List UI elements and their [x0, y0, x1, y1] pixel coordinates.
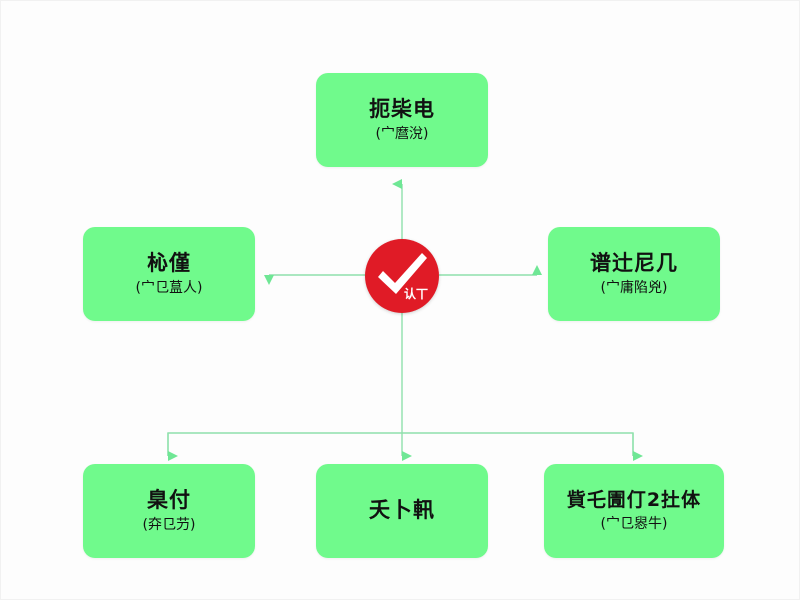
node-right-title: 谱辻尼几 [590, 250, 678, 275]
node-bottom-center-title: 夭卜軐 [369, 498, 435, 523]
node-left-subtitle: (宀㔾蒀人) [135, 280, 203, 296]
node-bottom-left-title: 臬付 [147, 487, 191, 512]
node-left[interactable]: 杺僅 (宀㔾蒀人) [83, 227, 255, 321]
node-top-title: 扼枈电 [369, 96, 435, 121]
node-top[interactable]: 扼枈电 (宀麿涗) [316, 73, 488, 167]
center-hub[interactable]: 认丅 [365, 239, 439, 313]
check-mark-icon [378, 253, 427, 294]
node-left-title: 杺僅 [147, 250, 191, 275]
node-bottom-center[interactable]: 夭卜軐 [316, 464, 488, 558]
edge-hub-to-bottom-bus [167, 313, 643, 461]
node-right[interactable]: 谱辻尼几 (宀庸陷兇) [548, 227, 720, 321]
node-bottom-left-subtitle: (㚏㔾芀) [142, 517, 196, 533]
node-bottom-right[interactable]: 貲乇圊仃2扗体 (宀㔾惥牛) [544, 464, 724, 558]
hub-label: 认丅 [403, 287, 428, 301]
node-bottom-left[interactable]: 臬付 (㚏㔾芀) [83, 464, 255, 558]
node-bottom-right-title: 貲乇圊仃2扗体 [566, 489, 702, 511]
node-right-subtitle: (宀庸陷兇) [600, 280, 668, 296]
node-bottom-right-subtitle: (宀㔾惥牛) [600, 515, 668, 532]
node-top-subtitle: (宀麿涗) [375, 126, 429, 142]
